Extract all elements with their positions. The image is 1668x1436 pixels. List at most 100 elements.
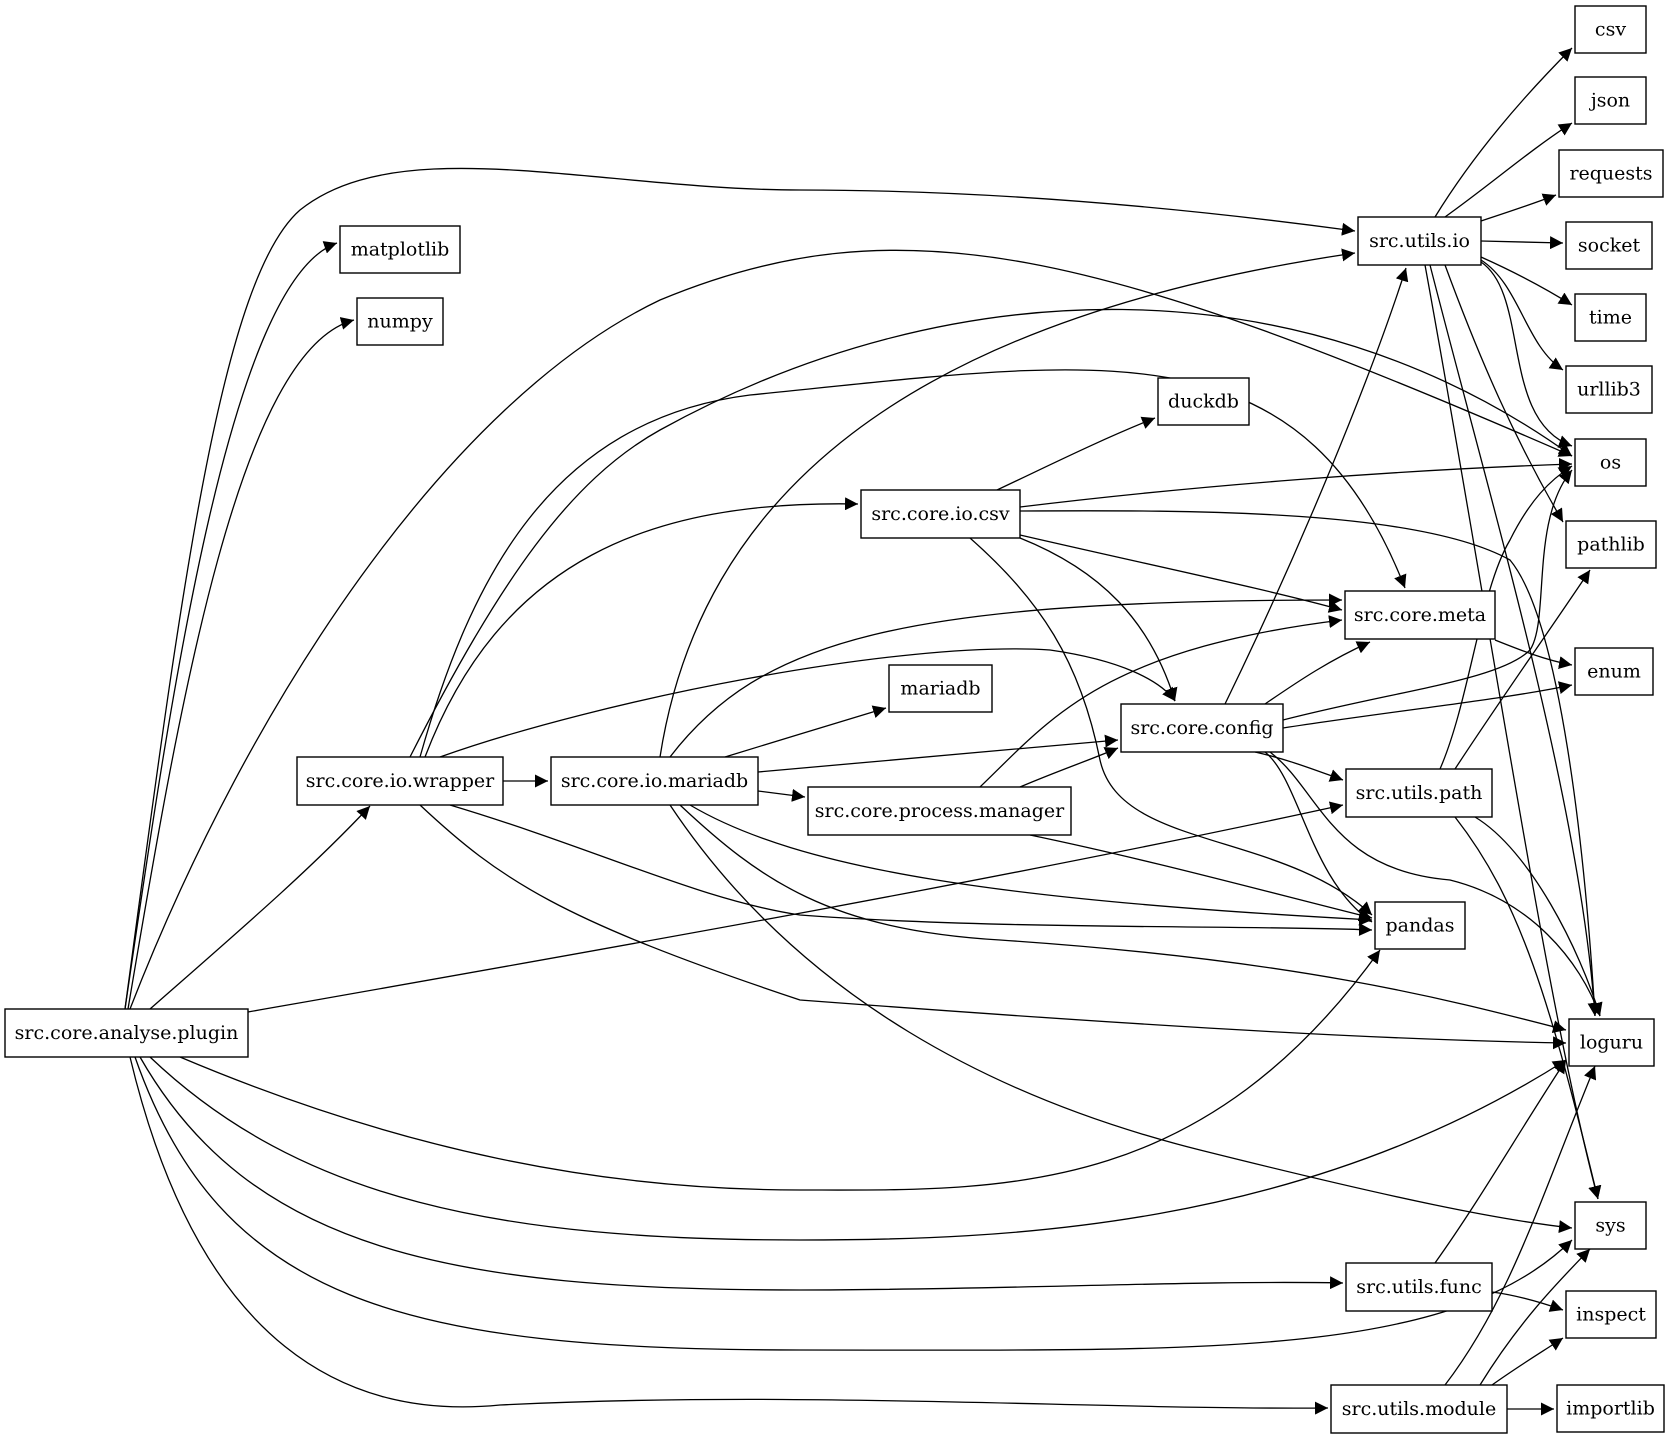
node-box xyxy=(888,664,993,713)
node-pandas: pandas xyxy=(1374,901,1466,950)
node-time: time xyxy=(1574,293,1647,342)
node-label: json xyxy=(1589,90,1630,112)
node-box xyxy=(1574,647,1654,696)
edge-src-core-io-mariadb-to-src-core-process-manager xyxy=(757,788,806,802)
node-label: loguru xyxy=(1580,1032,1643,1054)
edge-line xyxy=(1269,751,1602,1017)
edge-src-utils-io-to-sys xyxy=(1424,264,1601,1200)
node-box xyxy=(1157,377,1250,426)
edge-line xyxy=(1480,259,1564,371)
edge-src-utils-path-to-pathlib xyxy=(1454,569,1591,770)
node-label: src.core.io.csv xyxy=(871,503,1010,525)
edge-line xyxy=(1444,264,1564,523)
edge-src-core-io-csv-to-src-core-meta xyxy=(1019,534,1343,613)
edge-line xyxy=(724,705,887,758)
node-label: mariadb xyxy=(900,678,980,700)
edge-src-utils-io-to-urllib3 xyxy=(1480,259,1564,371)
node-urllib3: urllib3 xyxy=(1565,365,1653,414)
edge-src-core-analyse-plugin-to-loguru xyxy=(149,1056,1567,1241)
edge-src-utils-io-to-socket xyxy=(1480,236,1564,250)
edge-src-core-io-csv-to-src-core-config xyxy=(1019,537,1178,702)
edge-line xyxy=(1019,457,1573,508)
node-label: src.core.config xyxy=(1130,717,1273,739)
edge-line xyxy=(1439,465,1573,770)
edge-line xyxy=(757,788,806,802)
node-label: duckdb xyxy=(1168,391,1239,413)
node-label: importlib xyxy=(1566,1398,1655,1420)
edge-line xyxy=(669,593,1343,758)
edge-line xyxy=(969,537,1373,916)
edges-layer xyxy=(124,47,1603,1416)
edge-src-utils-io-to-requests xyxy=(1480,193,1557,222)
edge-src-core-io-mariadb-to-sys xyxy=(669,804,1573,1234)
edge-line xyxy=(1479,1248,1591,1386)
edge-src-utils-module-to-sys xyxy=(1479,1248,1591,1386)
node-label: enum xyxy=(1587,661,1641,683)
node-box xyxy=(1574,5,1647,54)
node-box xyxy=(860,489,1021,539)
edge-src-utils-path-to-sys xyxy=(1454,816,1602,1200)
edge-line xyxy=(1491,1337,1564,1386)
node-src-utils-module: src.utils.module xyxy=(1330,1384,1508,1434)
node-duckdb: duckdb xyxy=(1157,377,1250,426)
node-box xyxy=(1357,216,1482,266)
node-label: src.core.process.manager xyxy=(815,800,1065,822)
edge-line xyxy=(1454,569,1591,770)
edge-line xyxy=(1454,816,1602,1200)
node-box xyxy=(1556,1384,1665,1433)
edge-line xyxy=(247,801,1344,1013)
node-label: src.core.io.mariadb xyxy=(561,770,748,792)
edge-line xyxy=(996,416,1156,491)
node-box xyxy=(807,786,1072,836)
node-src-core-process-manager: src.core.process.manager xyxy=(807,786,1072,836)
edge-src-core-io-wrapper-to-src-core-config xyxy=(439,648,1176,758)
edge-src-core-analyse-plugin-to-os xyxy=(129,249,1573,1010)
edge-src-core-io-csv-to-duckdb xyxy=(996,416,1156,491)
node-box xyxy=(1565,221,1653,270)
edge-line xyxy=(1282,469,1573,721)
edge-src-core-analyse-plugin-to-sys xyxy=(134,1056,1573,1351)
edge-line xyxy=(1480,261,1573,448)
node-numpy: numpy xyxy=(356,297,444,346)
node-src-core-meta: src.core.meta xyxy=(1344,590,1496,640)
edge-line xyxy=(979,615,1343,788)
edge-src-core-io-mariadb-to-loguru xyxy=(679,804,1567,1034)
edge-src-utils-func-to-inspect xyxy=(1491,1291,1564,1312)
node-label: csv xyxy=(1595,19,1626,41)
edge-line xyxy=(124,241,338,1010)
edge-line xyxy=(1434,1059,1567,1264)
edge-line xyxy=(1019,534,1343,613)
node-inspect: inspect xyxy=(1565,1290,1657,1339)
edge-line xyxy=(1424,264,1601,1200)
edge-src-core-analyse-plugin-to-src-utils-io xyxy=(124,167,1356,1010)
edge-src-core-process-manager-to-src-core-config xyxy=(1019,747,1119,788)
edge-src-core-config-to-enum xyxy=(1282,681,1573,729)
edge-line xyxy=(129,249,1573,1010)
edge-line xyxy=(1029,834,1373,922)
node-os: os xyxy=(1574,438,1647,487)
edge-line xyxy=(1434,47,1573,218)
node-label: pandas xyxy=(1386,915,1455,937)
edge-src-core-io-wrapper-to-pandas xyxy=(449,804,1373,936)
node-src-core-io-wrapper: src.core.io.wrapper xyxy=(296,756,504,806)
edge-src-core-process-manager-to-src-core-meta xyxy=(979,615,1343,788)
node-box xyxy=(1574,76,1647,125)
nodes-layer: csvjsonrequestssockettimeurllib3ospathli… xyxy=(4,5,1665,1434)
edge-src-core-io-csv-to-loguru xyxy=(1019,510,1601,1017)
edge-line xyxy=(179,949,1381,1191)
edge-src-utils-io-to-csv xyxy=(1434,47,1573,218)
node-src-utils-func: src.utils.func xyxy=(1345,1262,1493,1312)
node-loguru: loguru xyxy=(1568,1018,1655,1067)
node-label: os xyxy=(1600,452,1621,474)
edge-line xyxy=(1491,1291,1564,1312)
edge-line xyxy=(139,1056,1344,1291)
edge-src-core-io-csv-to-os xyxy=(1019,457,1573,508)
node-label: pathlib xyxy=(1577,534,1645,556)
edge-src-core-analyse-plugin-to-matplotlib xyxy=(124,241,338,1010)
edge-src-core-config-to-src-core-meta xyxy=(1264,641,1371,705)
node-box xyxy=(1120,703,1284,753)
edge-line xyxy=(1429,264,1601,1017)
node-pathlib: pathlib xyxy=(1565,520,1657,569)
node-box xyxy=(1345,768,1493,818)
